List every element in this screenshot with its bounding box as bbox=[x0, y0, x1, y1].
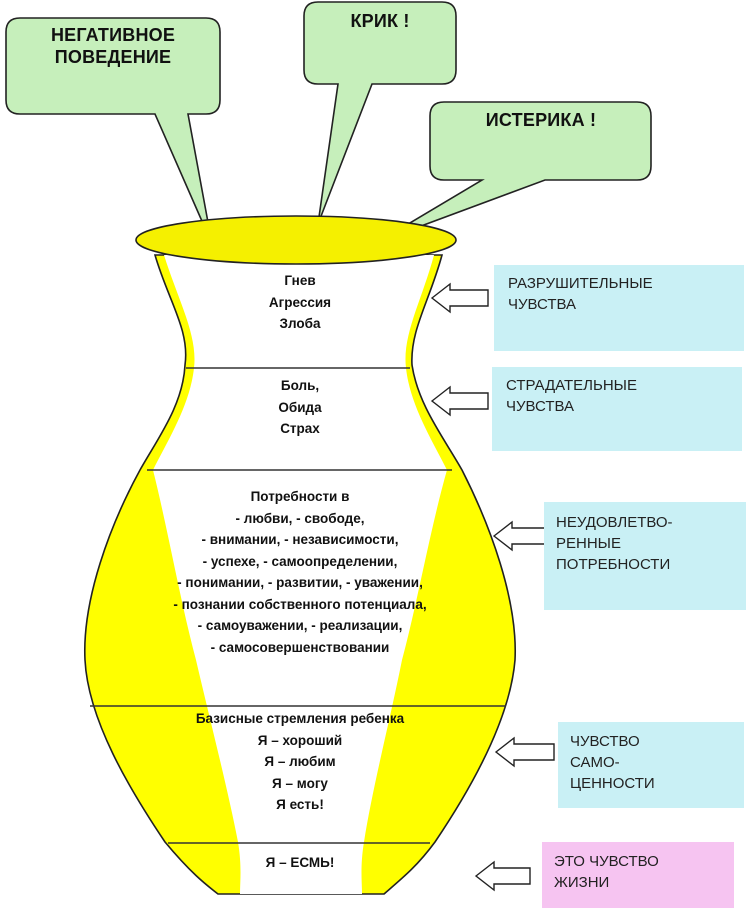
arrow-left-icon bbox=[492, 520, 551, 552]
label-line: ЧУВСТВО bbox=[570, 733, 640, 750]
layer-basic-aspirations: Базисные стремления ребенка Я – хороший … bbox=[120, 708, 480, 816]
layer-line: Базисные стремления ребенка bbox=[195, 711, 405, 726]
bubble-line: ИСТЕРИКА ! bbox=[485, 110, 597, 130]
label-destructive-feelings: РАЗРУШИТЕЛЬНЫЕ ЧУВСТВА bbox=[494, 265, 744, 351]
label-line: НЕУДОВЛЕТВО- bbox=[556, 514, 673, 531]
layer-line: - самосовершенствовании bbox=[210, 639, 390, 655]
bubble-line: КРИК ! bbox=[350, 11, 410, 31]
label-line: СТРАДАТЕЛЬНЫЕ bbox=[506, 377, 637, 394]
layer-unmet-needs: Потребности в - любви, - свободе, - вним… bbox=[100, 486, 500, 658]
label-line: ЭТО ЧУВСТВО bbox=[554, 853, 659, 870]
label-line: ЧУВСТВА bbox=[506, 398, 575, 415]
arrow-left-icon bbox=[430, 385, 489, 417]
layer-line: Я есть! bbox=[276, 797, 324, 812]
label-line: РЕННЫЕ bbox=[556, 535, 621, 552]
layer-line: - любви, - свободе, bbox=[235, 510, 365, 526]
label-line: ПОТРЕБНОСТИ bbox=[556, 556, 671, 573]
layer-line: Потребности в bbox=[250, 489, 350, 504]
layer-line: Страх bbox=[280, 421, 320, 436]
bubble-line: НЕГАТИВНОЕ bbox=[50, 25, 176, 45]
bubble-line: ПОВЕДЕНИЕ bbox=[54, 47, 172, 67]
label-line: ЖИЗНИ bbox=[554, 874, 610, 891]
layer-line: Я – хороший bbox=[257, 732, 343, 748]
bubble-scream bbox=[303, 1, 457, 225]
label-suffering-feelings: СТРАДАТЕЛЬНЫЕ ЧУВСТВА bbox=[492, 367, 742, 451]
bubble-text-scream: КРИК ! bbox=[318, 10, 442, 32]
bubble-hysteria bbox=[377, 101, 652, 243]
layer-suffering-feelings: Боль, Обида Страх bbox=[196, 375, 404, 440]
bubble-text-negative-behavior: НЕГАТИВНОЕ ПОВЕДЕНИЕ bbox=[20, 24, 206, 68]
layer-line: - познании собственного потенциала, bbox=[173, 596, 427, 612]
label-self-worth: ЧУВСТВО САМО- ЦЕННОСТИ bbox=[558, 722, 744, 808]
layer-line: Агрессия bbox=[268, 294, 332, 310]
bubble-negative-behavior bbox=[5, 17, 221, 245]
bubble-text-hysteria: ИСТЕРИКА ! bbox=[444, 109, 638, 131]
label-sense-of-life: ЭТО ЧУВСТВО ЖИЗНИ bbox=[542, 842, 734, 908]
label-line: ЦЕННОСТИ bbox=[570, 775, 655, 792]
label-line: САМО- bbox=[570, 754, 620, 771]
vase-interior bbox=[153, 255, 447, 894]
layer-line: Боль, bbox=[280, 378, 320, 393]
label-line: РАЗРУШИТЕЛЬНЫЕ bbox=[508, 275, 653, 292]
layer-line: - самоуважении, - реализации, bbox=[197, 618, 403, 633]
layer-line: Обида bbox=[278, 399, 322, 415]
layer-line: - внимании, - независимости, bbox=[201, 532, 399, 547]
layer-i-am: Я – ЕСМЬ! bbox=[200, 852, 400, 874]
layer-line: Я – любим bbox=[264, 754, 336, 769]
arrow-left-icon bbox=[430, 282, 489, 314]
arrow-left-icon bbox=[494, 736, 555, 768]
layer-line: Я – ЕСМЬ! bbox=[265, 855, 335, 870]
label-unmet-needs: НЕУДОВЛЕТВО- РЕННЫЕ ПОТРЕБНОСТИ bbox=[544, 502, 746, 610]
layer-line: Я – могу bbox=[272, 775, 328, 791]
arrow-left-icon bbox=[474, 860, 531, 892]
layer-line: - понимании, - развитии, - уважении, bbox=[177, 575, 423, 590]
vase-rim bbox=[135, 215, 457, 265]
label-line: ЧУВСТВА bbox=[508, 296, 577, 313]
layer-line: Гнев bbox=[284, 273, 316, 288]
layer-line: - успехе, - самоопределении, bbox=[202, 553, 398, 569]
layer-destructive-feelings: Гнев Агрессия Злоба bbox=[196, 270, 404, 335]
layer-line: Злоба bbox=[279, 316, 321, 331]
